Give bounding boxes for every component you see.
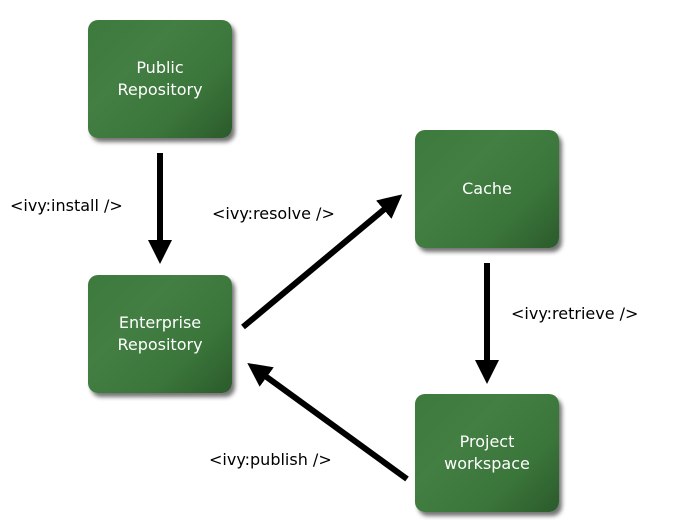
edge-label-resolve: <ivy:resolve /> (212, 204, 335, 223)
node-label: Project (459, 432, 515, 451)
edge-label-install: <ivy:install /> (10, 196, 123, 215)
node-label: workspace (444, 454, 530, 473)
edge-label-retrieve: <ivy:retrieve /> (511, 304, 639, 323)
node-enterprise-repository: Enterprise Repository (88, 275, 232, 393)
publish-arrow (247, 362, 409, 482)
node-cache: Cache (415, 130, 559, 248)
node-label: Public (136, 58, 184, 77)
node-label: Cache (462, 179, 512, 198)
node-label: Enterprise (118, 313, 202, 332)
node-label: Repository (117, 335, 203, 354)
edge-label-publish: <ivy:publish /> (209, 450, 332, 469)
node-label: Repository (117, 80, 203, 99)
node-project-workspace: Project workspace (415, 394, 559, 512)
resolve-arrow (241, 194, 403, 330)
node-public-repository: Public Repository (88, 20, 232, 138)
